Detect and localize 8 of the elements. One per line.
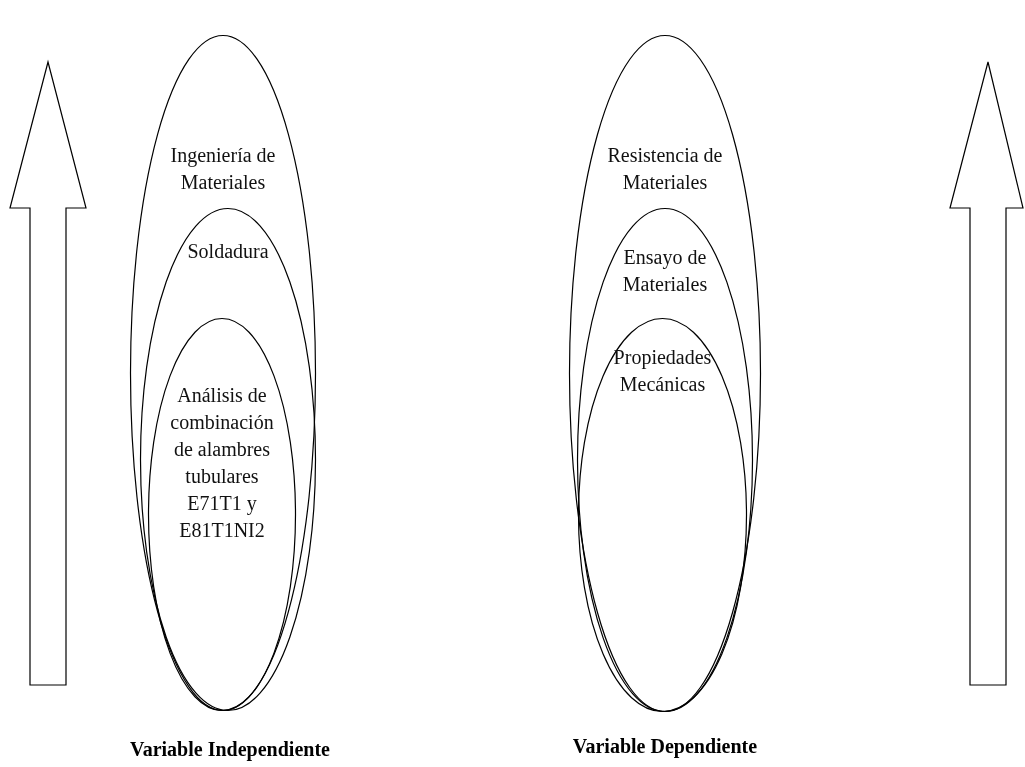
axis-caption: Variable Dependiente [571,735,759,758]
region-label: Ensayo de Materiales [621,245,709,297]
region-label: Propiedades Mecánicas [612,345,713,397]
axis-caption: Variable Independiente [129,738,331,761]
region-label: Análisis de combinación de alambres tubulares E71T1 y E81T1NI2 [169,383,275,543]
region-label: Ingeniería de Materiales [169,143,277,195]
region-label: Resistencia de Materiales [606,143,724,195]
region-label: Soldadura [186,239,270,264]
